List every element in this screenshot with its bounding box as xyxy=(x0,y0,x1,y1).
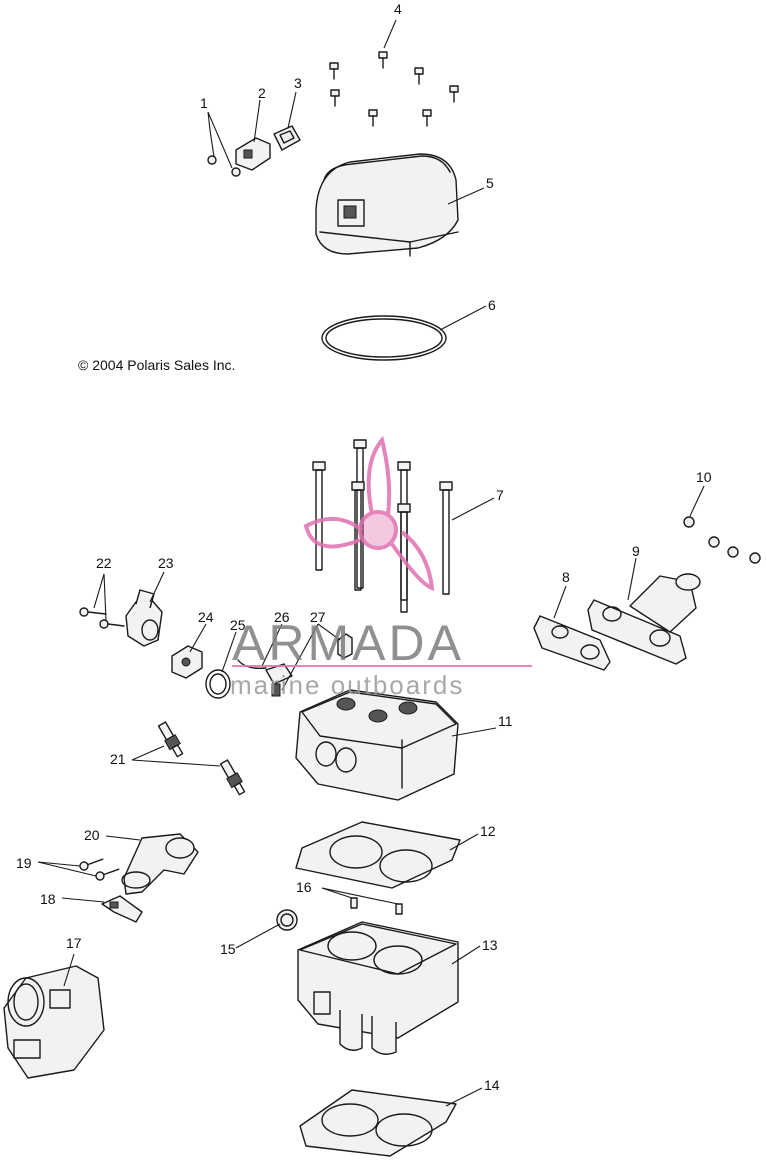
throttle-sensor xyxy=(101,895,143,923)
callout-14: 14 xyxy=(484,1077,500,1093)
callout-6: 6 xyxy=(488,297,496,313)
callout-4: 4 xyxy=(394,1,402,17)
exhaust-gasket xyxy=(533,615,611,671)
callout-15: 15 xyxy=(220,941,236,957)
exhaust-manifold-bolts xyxy=(683,516,761,564)
throttle-body xyxy=(3,965,105,1079)
intake-manifold xyxy=(121,833,199,895)
callout-labels: 1 2 3 4 5 6 7 8 9 10 11 12 13 14 15 16 1… xyxy=(16,1,712,1093)
callout-22: 22 xyxy=(96,555,112,571)
water-jacket-plug xyxy=(276,909,298,931)
fitting xyxy=(337,633,353,659)
valve-cover xyxy=(315,153,459,257)
cylinder xyxy=(297,921,459,1055)
cylinder-head-gasket xyxy=(295,821,461,889)
callout-17: 17 xyxy=(66,935,82,951)
thermostat-housing xyxy=(125,589,163,647)
callout-24: 24 xyxy=(198,609,214,625)
callout-7: 7 xyxy=(496,487,504,503)
callout-3: 3 xyxy=(294,75,302,91)
callout-1: 1 xyxy=(200,95,208,111)
callout-10: 10 xyxy=(696,469,712,485)
temperature-sensor xyxy=(237,659,293,697)
cylinder-base-gasket xyxy=(299,1089,457,1157)
callout-13: 13 xyxy=(482,937,498,953)
intake-bolts xyxy=(79,858,120,881)
callout-19: 19 xyxy=(16,855,32,871)
callout-25: 25 xyxy=(230,617,246,633)
thermostat xyxy=(171,645,203,679)
callout-5: 5 xyxy=(486,175,494,191)
callout-2: 2 xyxy=(258,85,266,101)
watermark: ARMADA marine outboards xyxy=(230,435,532,700)
callout-16: 16 xyxy=(296,879,312,895)
callout-12: 12 xyxy=(480,823,496,839)
propeller-logo xyxy=(303,435,435,591)
callout-8: 8 xyxy=(562,569,570,585)
callout-9: 9 xyxy=(632,543,640,559)
cylinder-head xyxy=(295,689,459,801)
dowel-pins xyxy=(350,897,403,915)
callout-18: 18 xyxy=(40,891,56,907)
callout-23: 23 xyxy=(158,555,174,571)
callout-21: 21 xyxy=(110,751,126,767)
breather-housing xyxy=(235,137,271,171)
callout-26: 26 xyxy=(274,609,290,625)
watermark-brand: ARMADA xyxy=(232,615,464,671)
callout-27: 27 xyxy=(310,609,326,625)
exhaust-manifold xyxy=(587,573,701,665)
callout-11: 11 xyxy=(498,713,513,729)
leader-lines xyxy=(37,19,705,1107)
copyright-notice: © 2004 Polaris Sales Inc. xyxy=(78,357,235,373)
watermark-tagline: marine outboards xyxy=(230,670,464,700)
breather-bolts xyxy=(207,155,241,177)
thermostat-gasket xyxy=(205,669,231,699)
spark-plugs xyxy=(157,721,246,796)
valve-cover-o-ring xyxy=(321,315,447,361)
callout-20: 20 xyxy=(84,827,100,843)
breather-gasket xyxy=(273,125,301,151)
thermostat-housing-bolts xyxy=(79,607,125,629)
valve-cover-bolts xyxy=(329,51,459,127)
